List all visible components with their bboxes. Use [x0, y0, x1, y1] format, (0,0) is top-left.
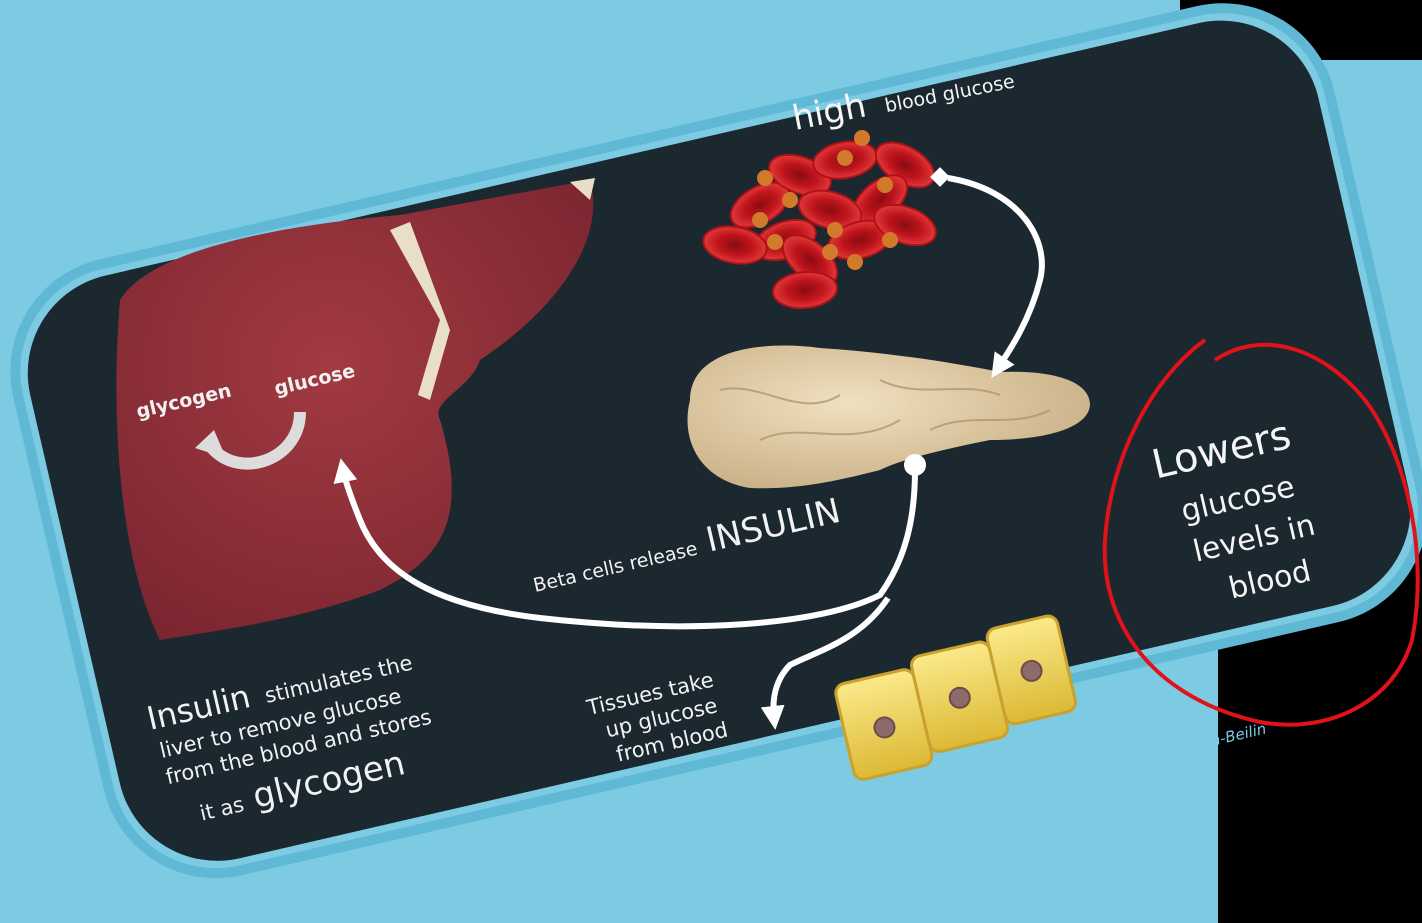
glucose-particle	[877, 177, 893, 193]
figure-credit: Figure adapted from Kaidanovich-Beilin	[975, 720, 1268, 804]
glucose-particle	[782, 192, 798, 208]
glucose-particle	[837, 150, 853, 166]
glucose-particle	[757, 170, 773, 186]
glucose-particle	[847, 254, 863, 270]
glucose-particle	[822, 244, 838, 260]
glucose-particle	[752, 212, 768, 228]
glucose-particle	[827, 222, 843, 238]
glucose-particle	[882, 232, 898, 248]
glucose-particle	[767, 234, 783, 250]
glucose-particle	[854, 130, 870, 146]
